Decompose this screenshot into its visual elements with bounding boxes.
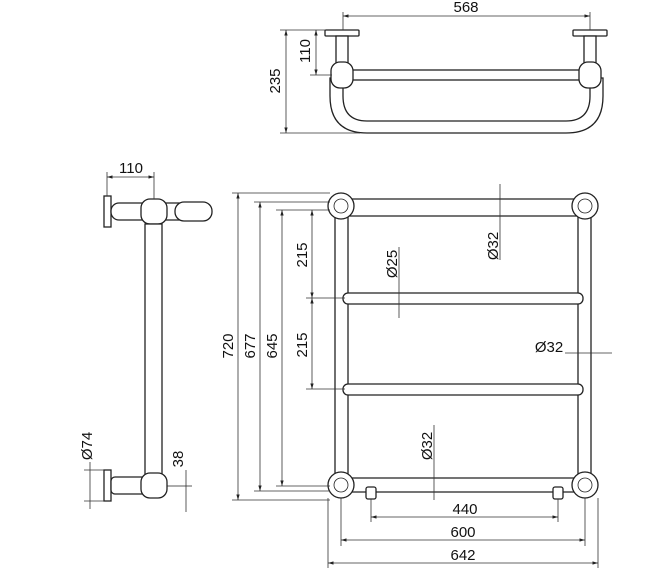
dia-upright-label: Ø32 [535, 339, 563, 356]
side-lower-joint [140, 472, 168, 499]
front-bottom-rail [342, 477, 584, 493]
top-view: 568 235 110 [267, 0, 608, 134]
height-720-label: 720 [220, 333, 237, 358]
side-lower-flange [103, 469, 112, 502]
dia-mid-rail-label: Ø25 [384, 250, 401, 278]
spacing-lower-label: 215 [294, 332, 311, 357]
top-view-cross-bar [342, 69, 591, 81]
front-clip-right [552, 486, 564, 500]
front-top-rail [342, 198, 584, 217]
side-vertical-tube [144, 223, 163, 476]
width-440-label: 440 [452, 501, 477, 518]
front-rail-lower [342, 383, 584, 396]
height-677-label: 677 [242, 333, 259, 358]
top-depth-label: 235 [267, 68, 284, 93]
front-flange-bottom-left [327, 471, 355, 499]
side-rail-offset-label: 38 [170, 451, 187, 468]
front-flange-top-left [327, 192, 355, 220]
side-upper-joint [140, 198, 168, 225]
front-view: 720 677 645 215 215 Ø32 Ø25 Ø32 Ø32 440 … [220, 184, 612, 568]
width-600-label: 600 [450, 524, 475, 541]
dia-top-rail-label: Ø32 [485, 232, 502, 260]
dia-bottom-rail-label: Ø32 [419, 432, 436, 460]
side-upper-cap [174, 201, 213, 222]
top-view-left-bracket [324, 29, 360, 89]
side-offset-label: 110 [119, 160, 143, 177]
top-view-right-bracket [572, 29, 608, 89]
front-clip-left [365, 486, 377, 500]
spacing-upper-label: 215 [294, 242, 311, 267]
height-645-label: 645 [264, 333, 281, 358]
front-right-upright [577, 210, 592, 481]
width-642-label: 642 [450, 547, 475, 564]
side-view: 110 Ø74 38 [79, 160, 213, 512]
side-upper-flange [103, 195, 112, 228]
front-flange-top-right [571, 192, 599, 220]
top-offset-label: 110 [297, 39, 314, 63]
front-flange-bottom-right [571, 471, 599, 499]
front-left-upright [334, 210, 349, 481]
top-view-u-rail [329, 77, 604, 134]
front-rail-upper [342, 292, 584, 305]
side-flange-label: Ø74 [79, 432, 96, 460]
top-width-label: 568 [453, 0, 478, 16]
